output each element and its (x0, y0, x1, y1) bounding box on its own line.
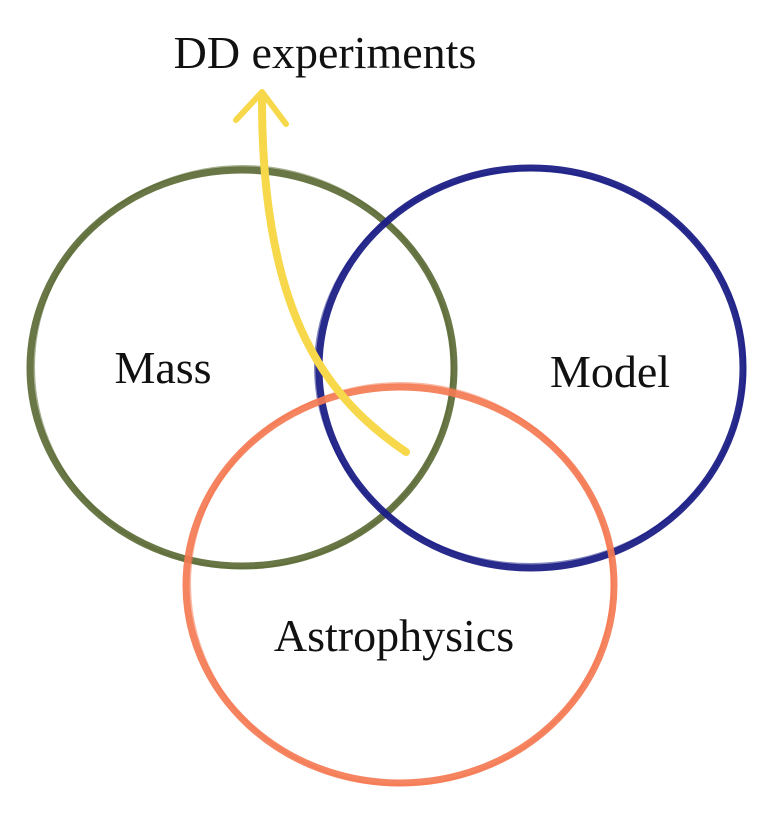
mass-circle (26, 165, 458, 570)
astrophysics-label: Astrophysics (274, 610, 514, 661)
model-circle (314, 164, 747, 572)
astrophysics-circle (182, 382, 618, 787)
arrow (233, 89, 410, 456)
diagram-title: DD experiments (174, 27, 477, 78)
mass-label: Mass (114, 342, 211, 393)
model-label: Model (550, 346, 670, 397)
